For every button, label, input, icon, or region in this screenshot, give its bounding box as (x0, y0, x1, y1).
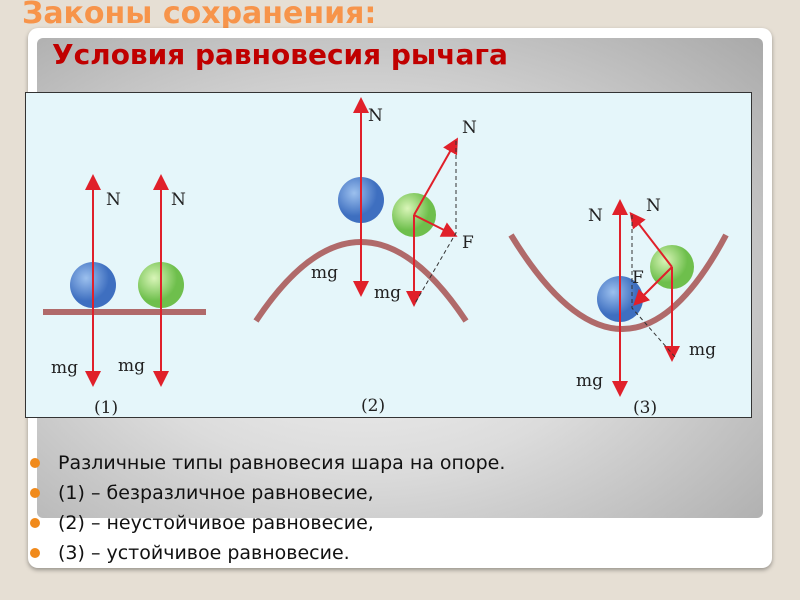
label-2: (2) (361, 396, 385, 416)
bullet-icon (30, 518, 40, 528)
bullet-icon (30, 548, 40, 558)
bullet-item: Различные типы равновесия шара на опоре. (30, 448, 505, 478)
label-3: (3) (633, 398, 657, 418)
mg-label: mg (118, 356, 145, 376)
section-heading: Законы сохранения: (22, 0, 377, 31)
scene-2: N N F mg mg (2) (253, 97, 477, 416)
n-label: N (106, 190, 121, 210)
svg-text:mg: mg (576, 371, 603, 391)
mg-label: mg (51, 358, 78, 378)
svg-text:mg: mg (374, 283, 401, 303)
bullet-icon (30, 458, 40, 468)
svg-text:N: N (588, 206, 603, 226)
svg-text:mg: mg (311, 263, 338, 283)
bullet-item: (3) – устойчивое равновесие. (30, 538, 505, 568)
svg-text:F: F (632, 268, 644, 288)
svg-text:N: N (462, 118, 477, 138)
label-1: (1) (94, 398, 118, 418)
svg-text:N: N (368, 106, 383, 126)
svg-text:F: F (462, 233, 474, 253)
bullet-item: (2) – неустойчивое равновесие, (30, 508, 505, 538)
scene-1: N N mg mg (1) (43, 174, 206, 418)
n-label: N (171, 190, 186, 210)
bullet-item: (1) – безразличное равновесие, (30, 478, 505, 508)
bullet-icon (30, 488, 40, 498)
svg-text:mg: mg (689, 340, 716, 360)
bullet-list: Различные типы равновесия шара на опоре.… (30, 448, 505, 568)
scene-3: N N F mg mg (3) (508, 196, 729, 418)
svg-text:N: N (646, 196, 661, 216)
equilibrium-diagram: N N mg mg (1) N N F mg mg (2) N N F mg m… (25, 92, 752, 418)
slide-title: Условия равновесия рычага (52, 38, 508, 71)
